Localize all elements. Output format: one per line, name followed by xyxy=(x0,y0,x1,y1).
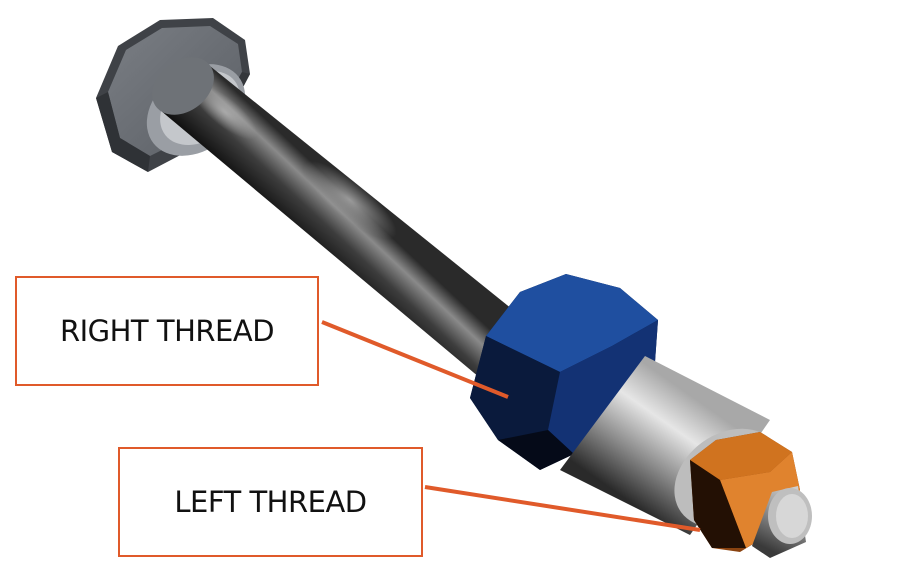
left-thread-label: LEFT THREAD xyxy=(174,485,367,519)
right-thread-leader-line xyxy=(321,320,509,399)
left-thread-callout: LEFT THREAD xyxy=(118,447,423,557)
left-thread-leader-line xyxy=(424,485,701,532)
right-thread-nut-top xyxy=(486,274,658,372)
right-thread-label: RIGHT THREAD xyxy=(59,314,275,348)
bolt-tip xyxy=(752,486,812,558)
right-thread-callout: RIGHT THREAD xyxy=(15,276,319,386)
left-thread-nut-top xyxy=(690,432,792,480)
